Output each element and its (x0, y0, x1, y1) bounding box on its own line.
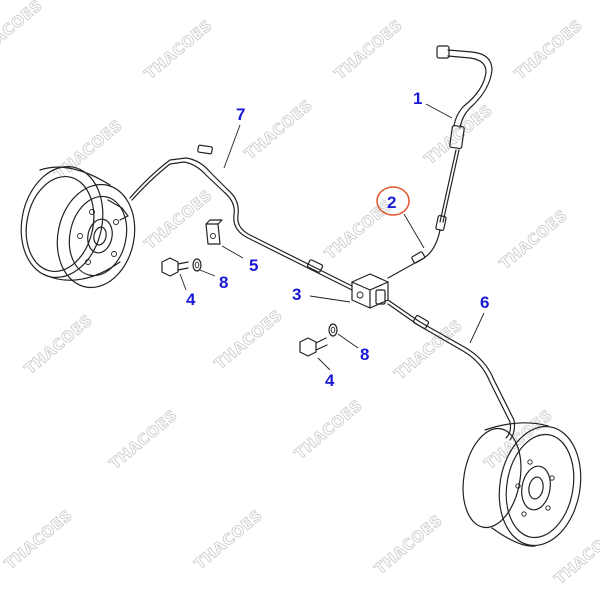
watermark: THACOES (21, 311, 96, 378)
watermark: THACOES (1, 506, 76, 573)
brake-tube-7 (129, 144, 353, 291)
watermark: THACOES (511, 16, 586, 83)
watermark: THACOES (51, 116, 126, 183)
callouts: 1 2 3 4 4 5 6 7 8 8 (186, 89, 489, 390)
watermark: THACOES (496, 206, 571, 273)
watermark: THACOES (0, 0, 46, 63)
watermark: THACOES (291, 396, 366, 463)
three-way-joint (351, 273, 389, 309)
brake-tube-6 (387, 299, 516, 441)
watermark: THACOES (371, 511, 446, 578)
left-wheel (20, 165, 136, 289)
callout-1: 1 (413, 89, 422, 108)
callout-2: 2 (387, 193, 396, 212)
callout-4-upper: 4 (186, 290, 196, 309)
brake-hose (436, 45, 493, 223)
callout-4-lower: 4 (325, 371, 335, 390)
leader-lines (179, 103, 485, 371)
watermark: THACOES (331, 16, 406, 83)
clamp-5 (205, 219, 223, 245)
watermark: THACOES (106, 406, 181, 473)
watermark: THACOES (551, 521, 600, 588)
bolt-4-upper (161, 257, 189, 277)
watermark: THACOES (321, 196, 396, 263)
watermark: THACOES (191, 506, 266, 573)
watermark: THACOES (141, 186, 216, 253)
callout-5: 5 (249, 256, 258, 275)
right-wheel (462, 422, 582, 547)
washer-8-upper (192, 258, 202, 272)
callout-3: 3 (292, 285, 301, 304)
brake-tube-2 (387, 215, 447, 279)
washer-8-lower (328, 323, 338, 337)
watermark: THACOES (241, 96, 316, 163)
callout-8-upper: 8 (219, 273, 228, 292)
callout-7: 7 (236, 105, 245, 124)
bolt-4-lower (299, 337, 328, 357)
highlight-circle (376, 186, 410, 216)
watermark: THACOES (211, 306, 286, 373)
watermark: THACOES (141, 16, 216, 83)
callout-6: 6 (480, 293, 489, 312)
callout-8-lower: 8 (360, 345, 369, 364)
watermark: THACOES (421, 101, 496, 168)
